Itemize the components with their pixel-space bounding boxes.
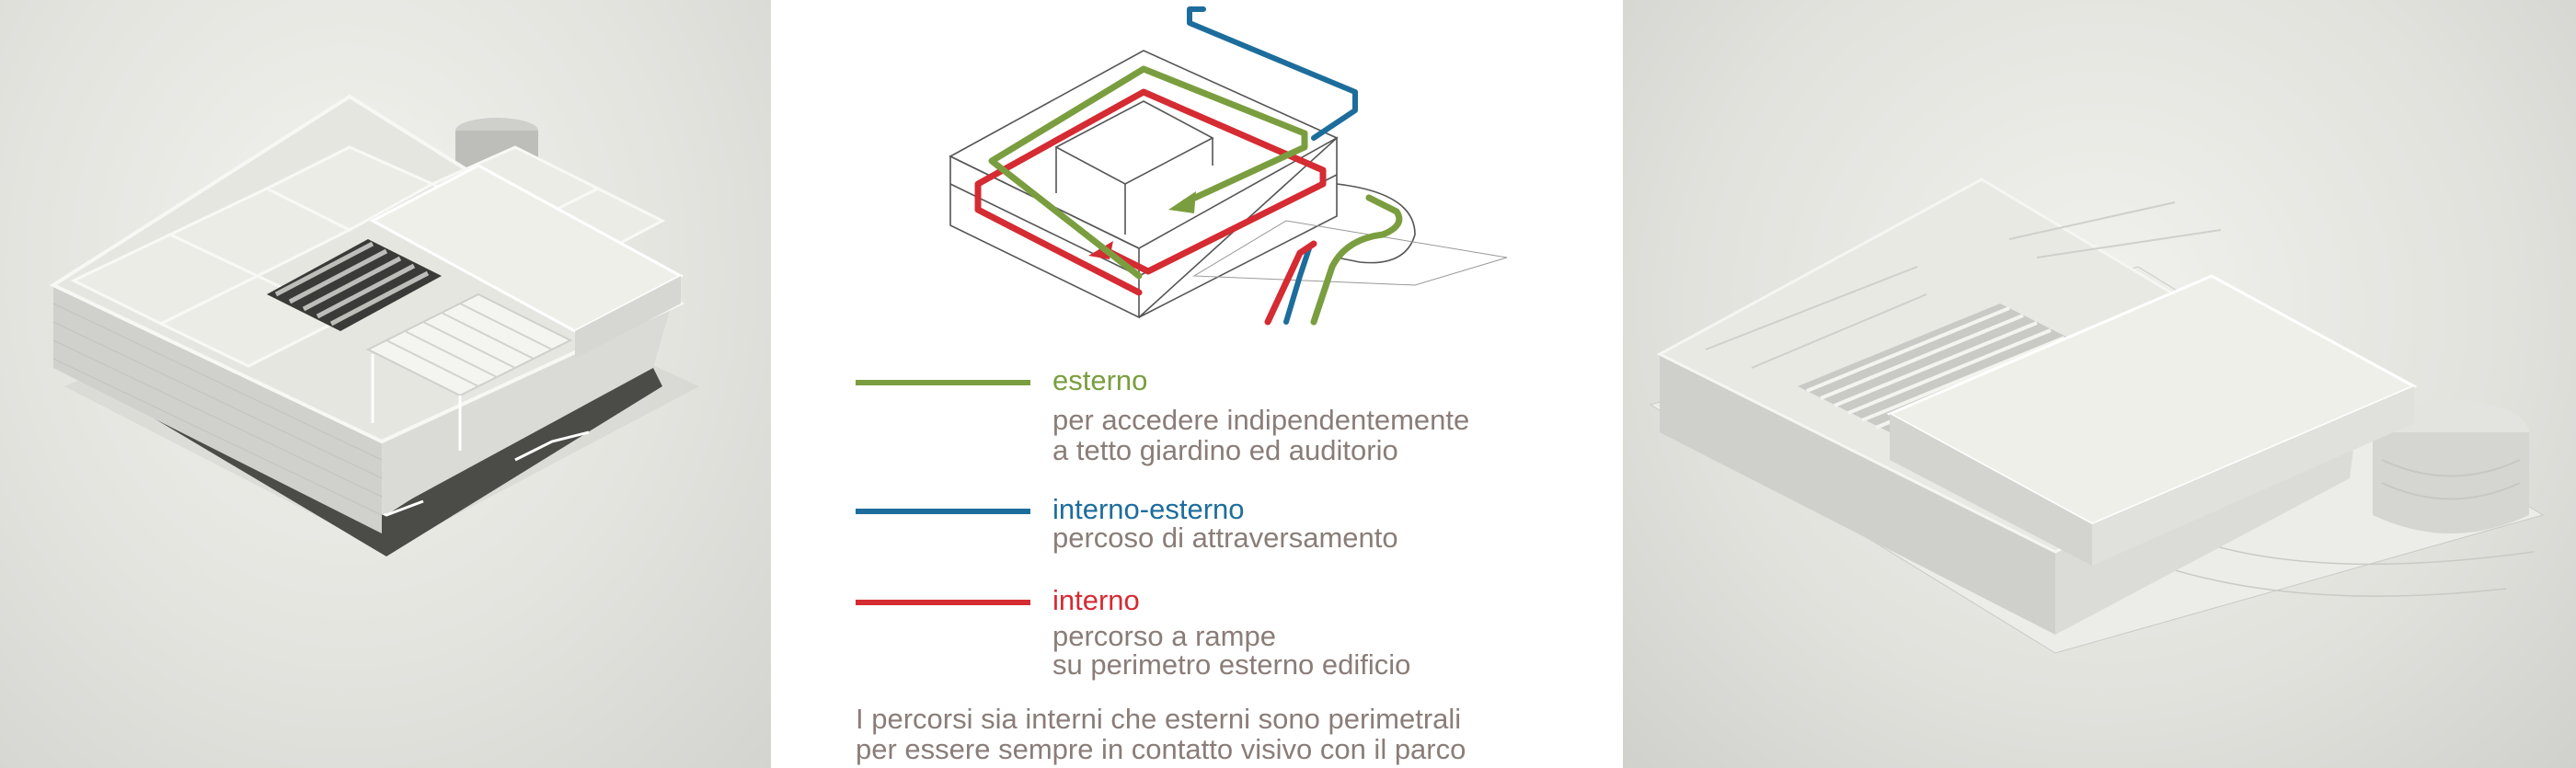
interno-esterno-legend-desc-1: percoso di attraversamento — [1052, 522, 1398, 554]
footer-line-1: I percorsi sia interni che esterni sono … — [856, 703, 1462, 735]
right-building-render — [1623, 0, 2576, 768]
right-building-image — [1649, 178, 2545, 654]
esterno-path — [988, 65, 1403, 326]
interno-esterno-path — [1187, 6, 1358, 325]
interno-legend-desc-1: percorso a rampe — [1052, 620, 1276, 652]
esterno-legend-title: esterno — [1052, 364, 1148, 396]
path-diagram-panel: esterno per accedere indipendentemente a… — [771, 0, 1623, 768]
interno-legend-line — [856, 600, 1030, 605]
interno-esterno-legend-line — [856, 509, 1030, 514]
esterno-legend-desc-1: per accedere indipendentemente — [1052, 404, 1470, 436]
interno-legend-desc-2: su perimetro esterno edificio — [1052, 648, 1411, 681]
esterno-legend-desc-2: a tetto giardino ed auditorio — [1052, 434, 1398, 466]
interno-legend-title: interno — [1052, 584, 1140, 616]
left-building-image — [49, 94, 699, 556]
footer-line-2: per essere sempre in contatto visivo con… — [856, 733, 1466, 765]
interno-esterno-legend-title: interno-esterno — [1052, 493, 1245, 525]
circulation-diagram — [949, 6, 1508, 326]
interno-path — [974, 88, 1327, 326]
esterno-legend-line — [856, 380, 1030, 385]
left-building-render — [0, 0, 771, 768]
